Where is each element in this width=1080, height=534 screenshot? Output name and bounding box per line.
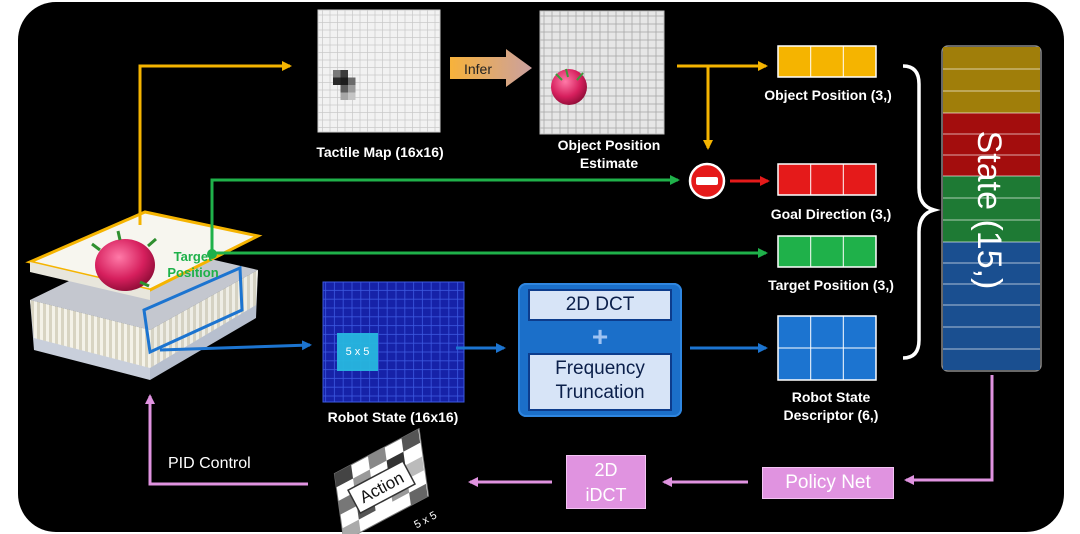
infer-label: Infer [463, 61, 492, 77]
descriptor-suffix: ,) [869, 407, 879, 423]
target-position-tag: Target Position [167, 249, 219, 280]
plus-icon: + [591, 321, 609, 352]
target-position-label: Target Position (3,) [768, 277, 894, 293]
policy-net-box: Policy Net [762, 467, 894, 499]
object-position-label: Object Position (3,) [764, 87, 892, 103]
goal-direction-suffix: ,) [882, 206, 892, 222]
robot-sensor-image [25, 210, 263, 380]
yellow-arrow-tactile [138, 61, 292, 225]
pink-arrow-state [904, 375, 994, 485]
descriptor-num: 6 [862, 407, 870, 423]
object-estimate-image [539, 10, 665, 135]
goal-direction-prefix: Goal Direction ( [770, 206, 875, 222]
descriptor-label: Robot State Descriptor (6,) [756, 388, 906, 424]
pink-arrow-pid [145, 394, 308, 486]
diagram-background [18, 2, 1064, 532]
action-tile: Action [333, 427, 430, 534]
object-position-block [777, 45, 877, 78]
goal-direction-block [777, 163, 877, 196]
descriptor-line2: Descriptor (6,) [756, 406, 906, 424]
state-brace [902, 64, 941, 360]
robot-state-grid [322, 281, 465, 403]
descriptor-line1: Robot State [791, 389, 871, 405]
tactile-map-label: Tactile Map (16x16) [316, 144, 444, 160]
subtract-icon [688, 162, 726, 200]
green-arrow-goal [210, 175, 680, 254]
freq-trunc-label: Frequency Truncation [528, 353, 672, 411]
dct-label: 2D DCT [528, 289, 672, 321]
goal-direction-num: 3 [874, 206, 883, 222]
goal-direction-label: Goal Direction (3,) [756, 206, 906, 222]
patch-label: 5 x 5 [345, 346, 370, 358]
idct-box: 2D iDCT [566, 455, 646, 509]
tactile-map-grid [317, 9, 441, 133]
dct-block: 2D DCT + Frequency Truncation [518, 283, 682, 417]
target-position-block [777, 235, 877, 268]
object-estimate-label: Object Position Estimate [557, 137, 661, 171]
infer-arrow [450, 49, 532, 87]
state-vector-column [941, 45, 1042, 372]
state-label: State (15,) [970, 131, 1008, 290]
descriptor-prefix: Descriptor ( [783, 407, 863, 423]
blue-arrow-robot [159, 340, 312, 352]
robot-descriptor-block [777, 315, 877, 381]
robot-state-label: Robot State (16x16) [327, 409, 459, 425]
pid-control-label: PID Control [168, 455, 251, 472]
